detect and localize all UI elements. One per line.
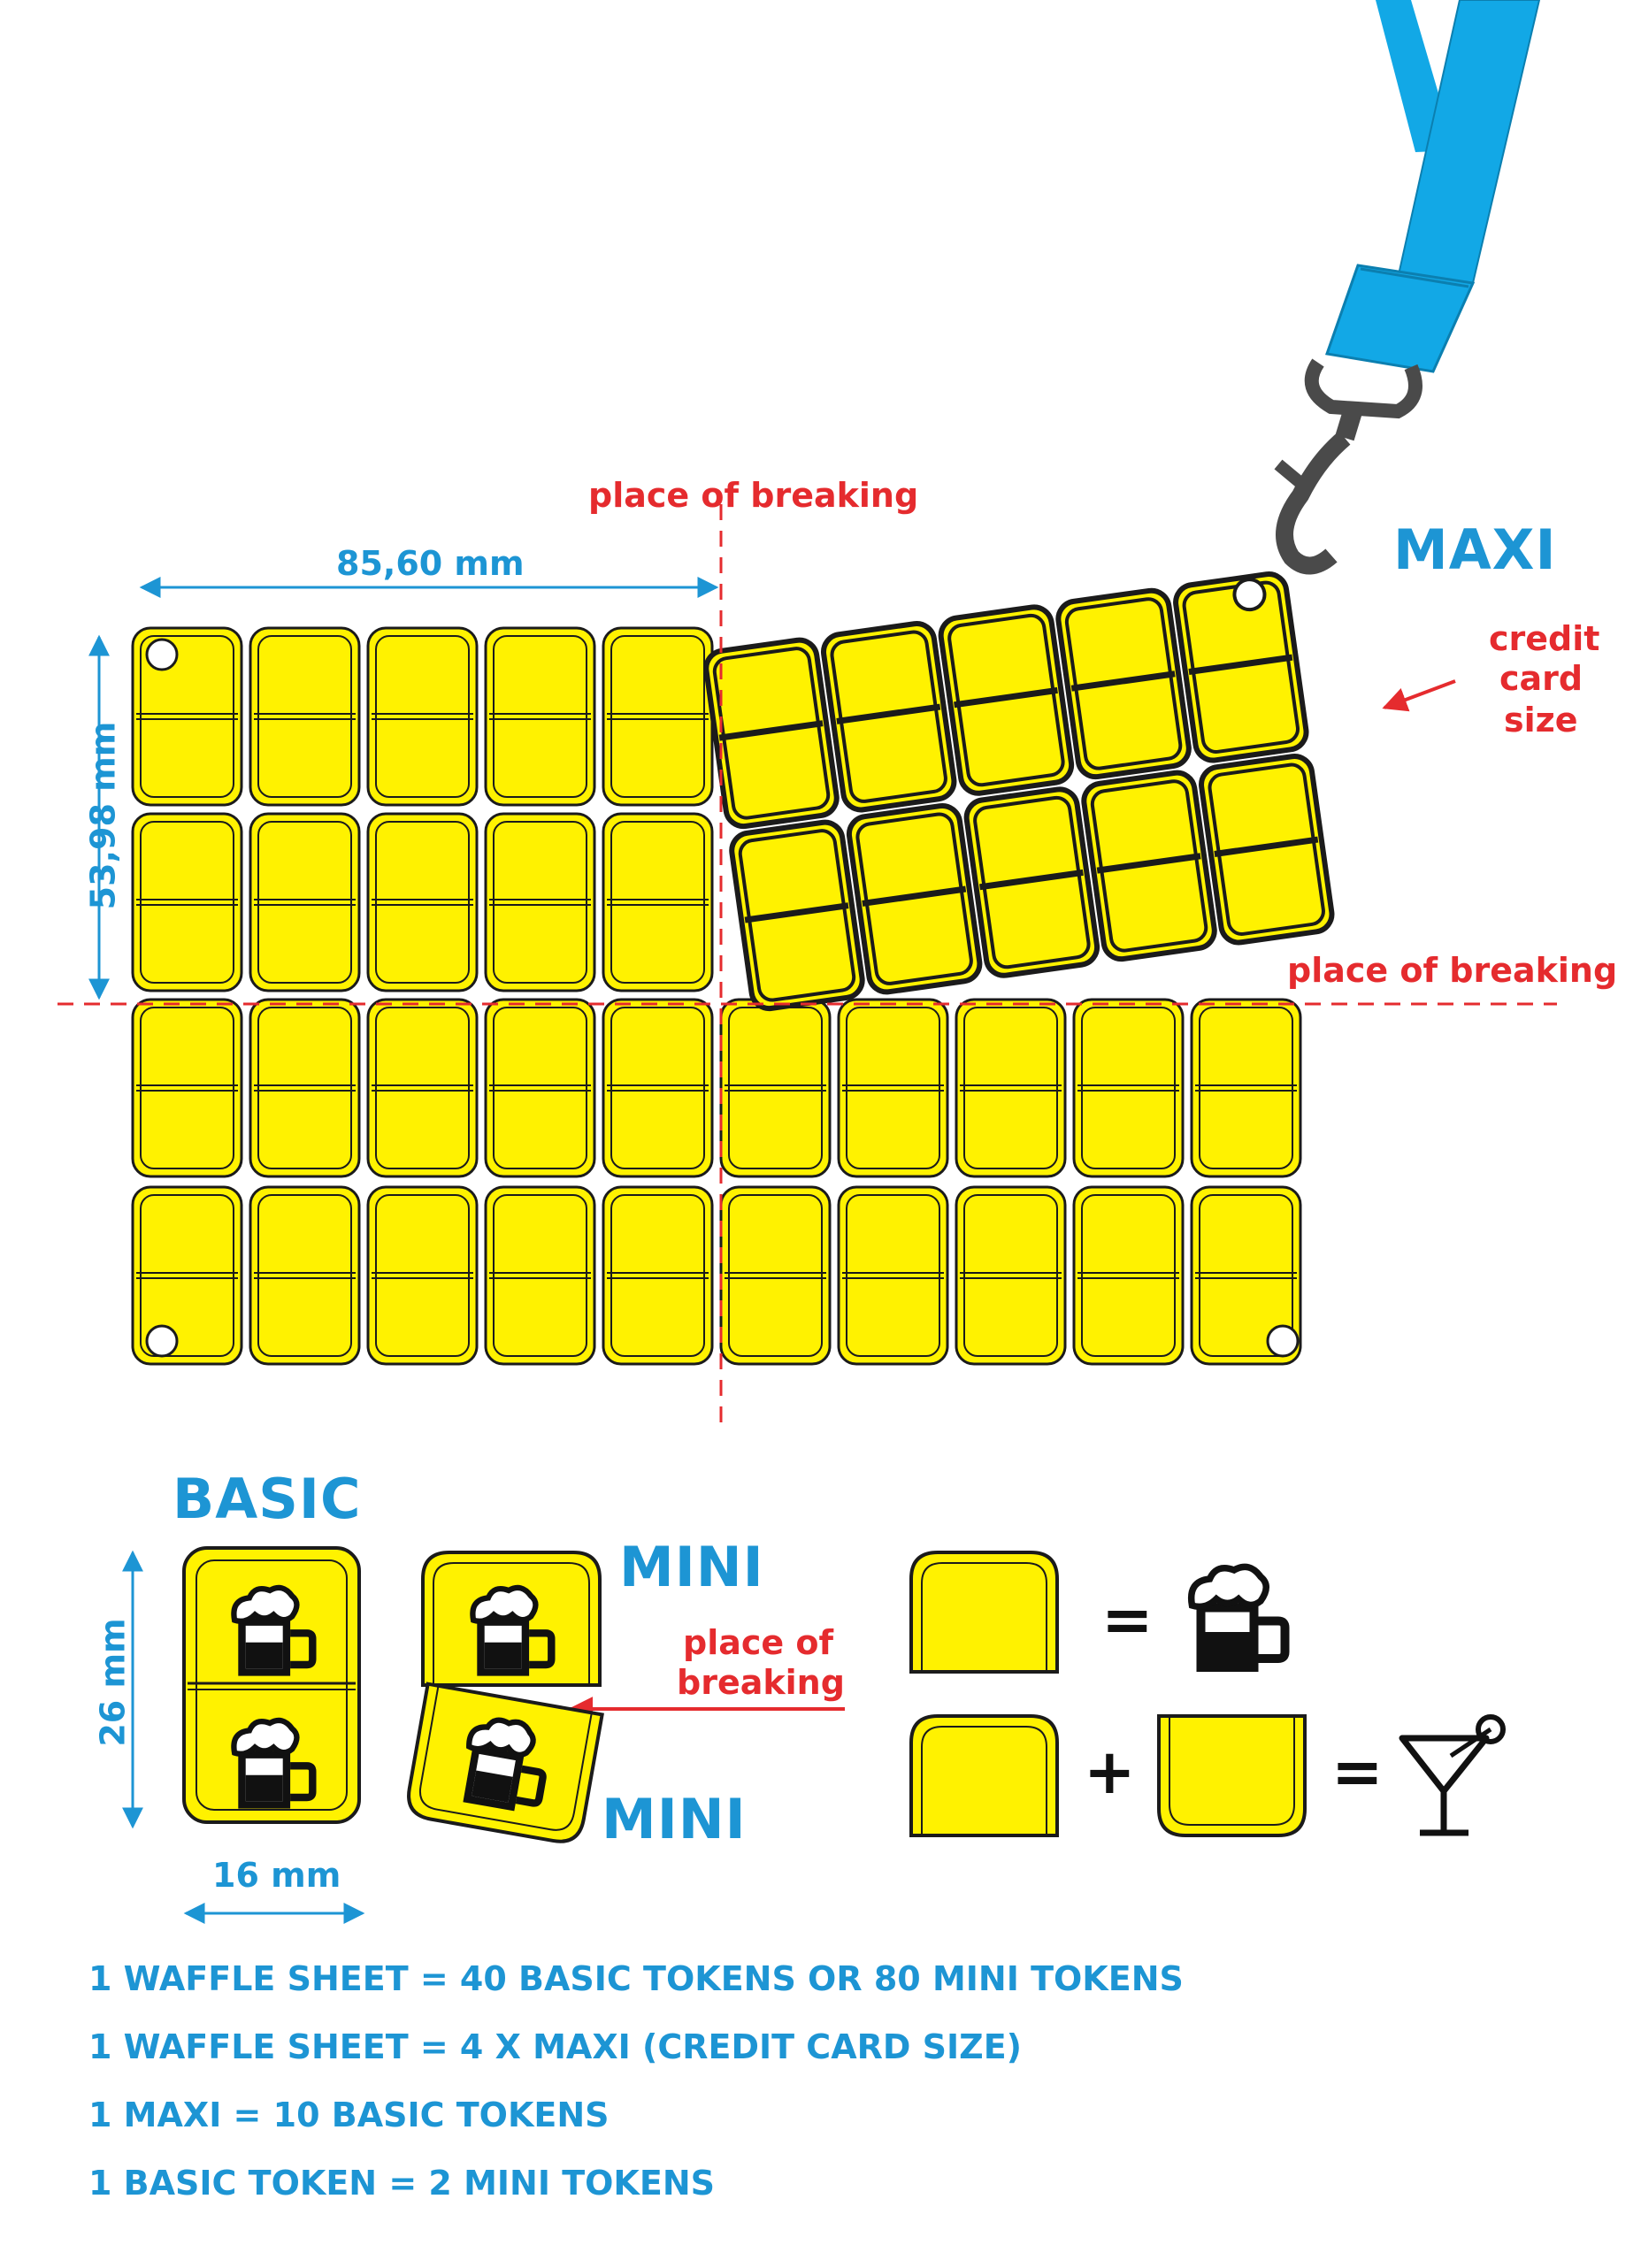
break-label-top: place of breaking <box>588 476 919 515</box>
credit-card-label-2: card <box>1499 659 1583 698</box>
token-cell <box>484 812 596 992</box>
token-cell <box>602 812 714 992</box>
token-cell <box>719 1185 832 1366</box>
token-cell <box>366 626 479 807</box>
token-cell <box>963 786 1100 978</box>
basic-title: BASIC <box>173 1467 362 1531</box>
token-cell <box>484 626 596 807</box>
token-cell <box>484 998 596 1178</box>
token-cell <box>1072 998 1185 1178</box>
token-cell <box>703 637 840 830</box>
token-cell <box>1072 1185 1185 1366</box>
token-cell <box>249 1185 361 1366</box>
token-cell <box>602 626 714 807</box>
basic-token <box>182 1546 361 1824</box>
token-cell <box>131 998 243 1178</box>
token-cell <box>1173 571 1309 763</box>
break-label-right: place of breaking <box>1287 951 1618 990</box>
equation-mini-top-2 <box>909 1714 1059 1837</box>
token-cell <box>131 626 243 807</box>
break-label-mini-1: place of <box>683 1623 834 1662</box>
token-cell <box>602 1185 714 1366</box>
maxi-card <box>703 571 1335 1012</box>
plus-sign: + <box>1084 1735 1136 1808</box>
credit-card-label-3: size <box>1504 701 1578 739</box>
mini-title-top: MINI <box>619 1535 764 1599</box>
break-label-mini-2: breaking <box>677 1663 845 1702</box>
hang-hole <box>145 1324 179 1358</box>
token-cell <box>131 1185 243 1366</box>
token-cell <box>837 1185 949 1366</box>
equation-line-2: 1 WAFFLE SHEET = 4 X MAXI (CREDIT CARD S… <box>88 2027 1023 2066</box>
credit-card-label-1: credit <box>1489 619 1600 658</box>
beer-mug-icon <box>1192 1567 1285 1672</box>
waffle-sheet <box>131 626 1302 1366</box>
token-cell <box>249 998 361 1178</box>
token-cell <box>837 998 949 1178</box>
equation-mini-top-1 <box>909 1551 1059 1674</box>
hang-hole <box>145 638 179 671</box>
arrow-icon <box>1382 679 1456 712</box>
equation-line-1: 1 WAFFLE SHEET = 40 BASIC TOKENS OR 80 M… <box>88 1959 1184 1998</box>
height-dimension-label: 53,98 mm <box>83 721 123 910</box>
token-width-label: 16 mm <box>212 1856 341 1895</box>
token-cell <box>820 621 957 813</box>
equals-sign-1: = <box>1101 1583 1154 1656</box>
token-cell <box>846 802 983 995</box>
token-cell <box>366 998 479 1178</box>
token-cell <box>131 812 243 992</box>
token-cell <box>1081 770 1217 962</box>
cocktail-glass-icon <box>1399 1714 1506 1836</box>
token-cell <box>1055 587 1192 780</box>
lanyard-icon <box>1324 0 1541 373</box>
hang-hole <box>1266 1324 1300 1358</box>
snap-hook-icon <box>1274 358 1422 575</box>
token-cell <box>938 604 1075 796</box>
token-cell <box>1190 1185 1302 1366</box>
token-cell <box>366 1185 479 1366</box>
token-cell <box>719 998 832 1178</box>
token-cell <box>955 1185 1067 1366</box>
token-cell <box>366 812 479 992</box>
mini-token-top <box>421 1551 602 1687</box>
token-cell <box>484 1185 596 1366</box>
token-cell <box>1190 998 1302 1178</box>
width-dimension-label: 85,60 mm <box>336 544 525 583</box>
token-cell <box>249 626 361 807</box>
token-cell <box>249 812 361 992</box>
mini-token-bottom <box>407 1682 604 1843</box>
hang-hole <box>1232 578 1267 612</box>
token-cell <box>602 998 714 1178</box>
equals-sign-2: = <box>1331 1735 1384 1808</box>
maxi-title: MAXI <box>1393 517 1557 582</box>
equation-mini-bottom <box>1157 1714 1307 1837</box>
token-cell <box>729 819 865 1012</box>
token-cell <box>1199 754 1335 946</box>
equation-line-4: 1 BASIC TOKEN = 2 MINI TOKENS <box>88 2164 715 2203</box>
equation-line-3: 1 MAXI = 10 BASIC TOKENS <box>88 2096 610 2134</box>
token-height-label: 26 mm <box>93 1618 133 1747</box>
token-cell <box>955 998 1067 1178</box>
mini-title-bottom: MINI <box>602 1787 747 1851</box>
